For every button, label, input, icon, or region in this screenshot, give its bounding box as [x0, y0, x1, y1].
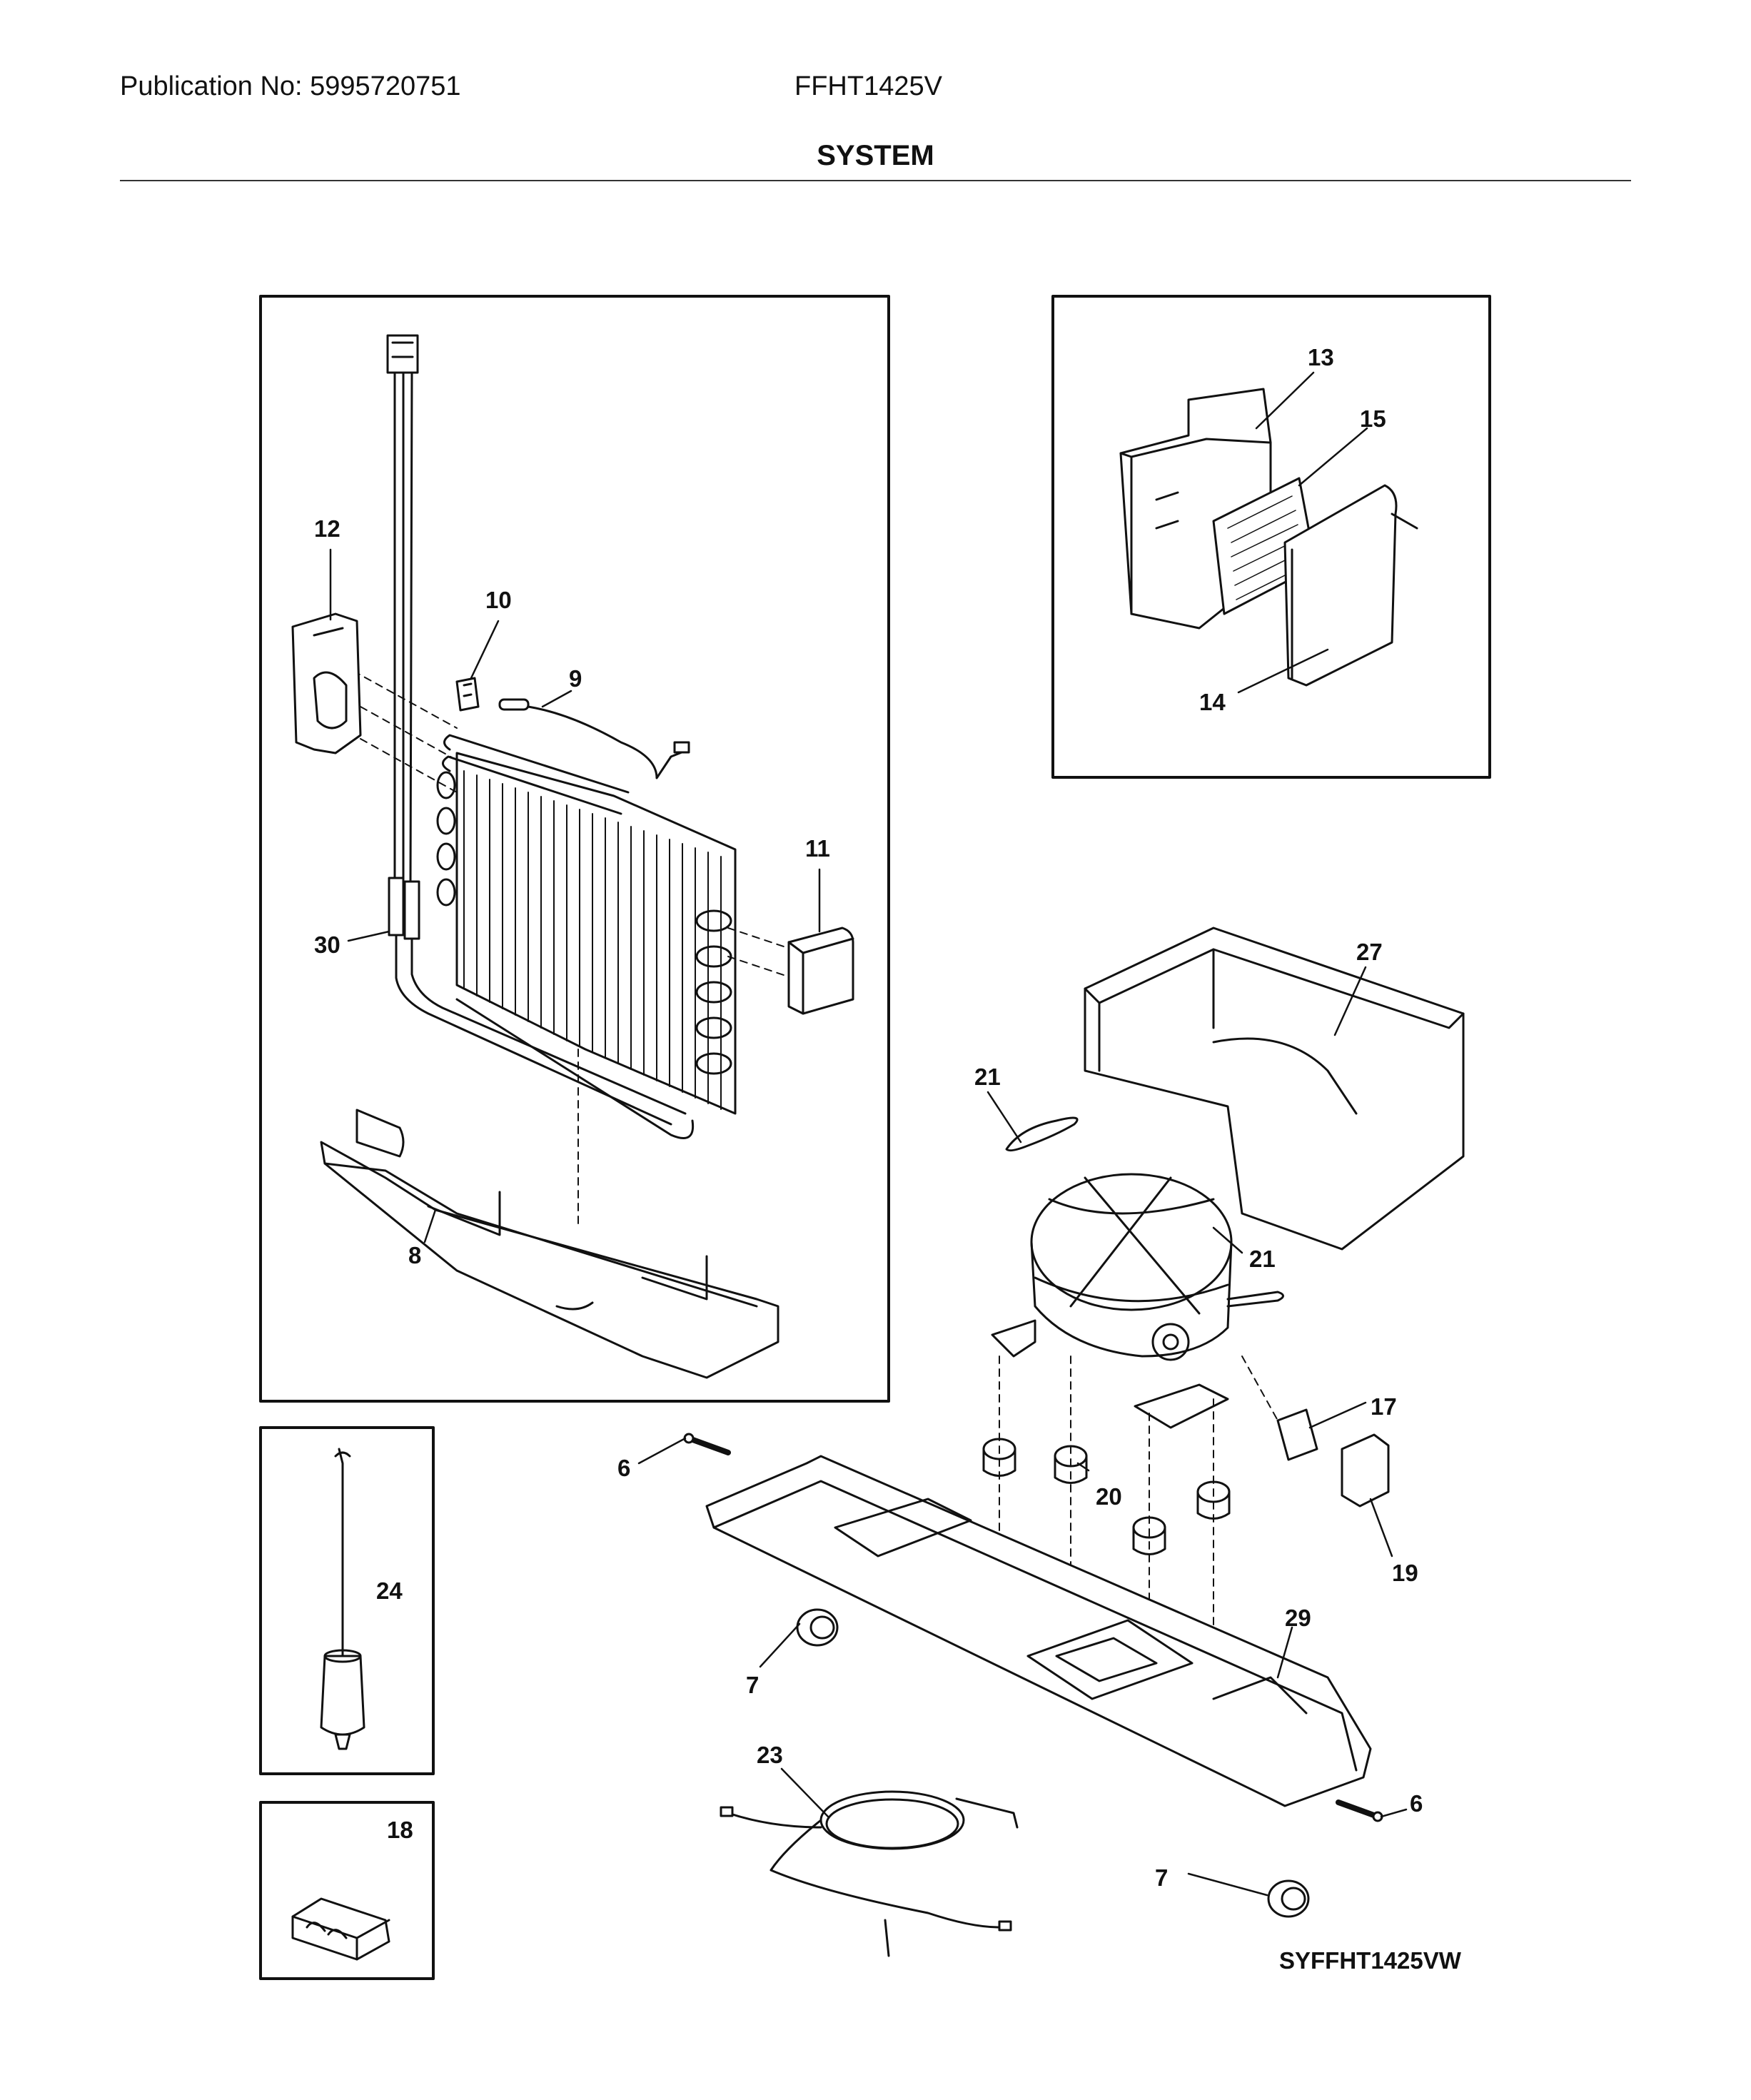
filter-drier — [320, 1448, 365, 1750]
control-board-assembly — [1119, 388, 1418, 687]
callout-12: 12 — [314, 515, 340, 542]
callout-15: 15 — [1360, 405, 1386, 432]
drain-pan — [1084, 927, 1465, 1251]
leveling-feet — [796, 1608, 1310, 1918]
mounting-pin-left — [686, 1435, 731, 1455]
callout-10: 10 — [485, 587, 512, 613]
model-number: FFHT1425V — [794, 71, 942, 101]
harness-connector — [386, 334, 419, 374]
control-board-frame — [1051, 295, 1491, 779]
callout-6-left: 6 — [617, 1455, 630, 1481]
callout-30: 30 — [314, 932, 340, 958]
callout-13: 13 — [1308, 344, 1334, 370]
compressor-base-pan — [705, 1455, 1372, 1807]
publication-number: Publication No: 5995720751 — [120, 71, 461, 101]
callout-9: 9 — [569, 665, 582, 692]
evaporator-assembly — [353, 334, 793, 1228]
start-relay — [1276, 1408, 1318, 1461]
diagram-code: SYFFHT1425VW — [1279, 1947, 1461, 1974]
callout-18: 18 — [387, 1817, 413, 1843]
evaporator-end-cover — [787, 927, 854, 1015]
compressor — [991, 1173, 1284, 1429]
mounting-clip-left — [1005, 1116, 1079, 1152]
callout-6-right: 6 — [1410, 1790, 1423, 1817]
callout-23: 23 — [757, 1742, 783, 1768]
evaporator-bracket — [291, 612, 362, 754]
callout-24: 24 — [376, 1577, 403, 1604]
evaporator-frame — [259, 295, 890, 1403]
power-cord — [720, 1790, 1019, 1957]
callout-29: 29 — [1285, 1605, 1311, 1631]
sensor-clip — [455, 677, 480, 712]
mounting-pin-right — [1336, 1799, 1381, 1819]
callout-21-top: 21 — [974, 1064, 1001, 1090]
callout-14: 14 — [1199, 689, 1226, 715]
drier-frame — [259, 1426, 435, 1775]
page-title: SYSTEM — [817, 140, 934, 171]
callout-27: 27 — [1356, 939, 1383, 965]
header-divider — [120, 180, 1631, 181]
defrost-sensor — [498, 698, 690, 779]
drain-trough — [320, 1109, 779, 1379]
callout-7-left: 7 — [746, 1672, 759, 1698]
callout-11: 11 — [805, 835, 830, 862]
callout-21-right: 21 — [1249, 1246, 1276, 1272]
callout-20: 20 — [1096, 1483, 1122, 1510]
clip-frame — [259, 1801, 435, 1980]
relay-cover — [1341, 1433, 1390, 1508]
callout-19: 19 — [1392, 1560, 1418, 1586]
callout-8: 8 — [408, 1242, 421, 1268]
callout-17: 17 — [1371, 1393, 1397, 1420]
callout-7-right: 7 — [1155, 1864, 1168, 1891]
wire-clip — [291, 1897, 390, 1961]
